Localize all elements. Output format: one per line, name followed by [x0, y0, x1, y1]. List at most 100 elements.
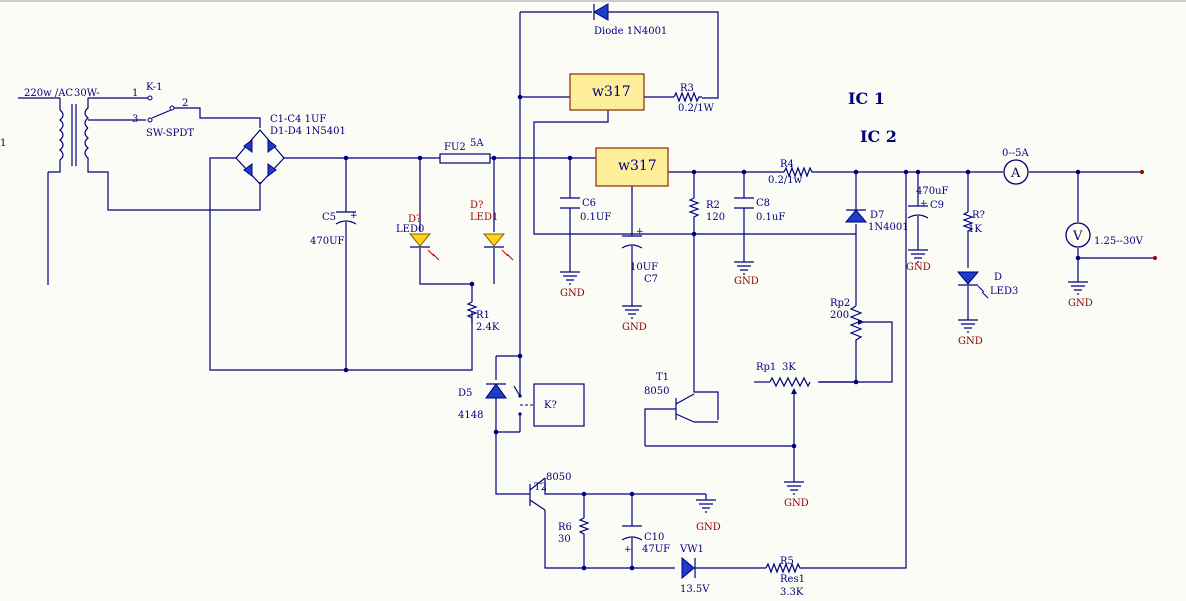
gnd-symbol-led3 — [958, 319, 978, 333]
label-r6: R6 — [558, 522, 572, 533]
transistor-t1 — [644, 393, 718, 446]
label-r3-value: 0.2/1W — [678, 103, 715, 114]
label-r2-value: 120 — [706, 212, 725, 223]
capacitor-c5: + — [335, 211, 358, 225]
label-r5: R5 — [780, 556, 794, 567]
resistor-r5 — [765, 562, 818, 574]
label-c7-value: 10UF — [630, 262, 658, 273]
label-ic2: IC 2 — [860, 127, 897, 146]
svg-text:+: + — [624, 545, 632, 555]
gnd-label: GND — [906, 262, 931, 273]
label-r4: R4 — [780, 159, 794, 170]
label-pin3: 3 — [132, 114, 138, 125]
label-r5-value: 3.3K — [780, 587, 804, 598]
resistor-r2 — [688, 197, 700, 222]
capacitor-c9: + — [907, 199, 929, 219]
label-r-unknown-value: 1K — [968, 224, 982, 235]
labels: 1 220w /AC 30W- K-1 1 2 3 SW-SPDT C1-C4 … — [0, 26, 1144, 598]
label-bridge-caps: C1-C4 1UF — [270, 114, 326, 125]
diode-1n4001-top — [592, 3, 609, 21]
gnd-symbol-c6 — [560, 271, 580, 285]
ground-symbols — [560, 249, 1088, 513]
resistor-r-unknown — [962, 211, 974, 236]
spdt-switch-symbol — [147, 95, 175, 123]
voltmeter-symbol-label: V — [1072, 229, 1083, 244]
relay-k — [513, 383, 585, 427]
wires — [0, 0, 1186, 569]
resistor-r4 — [783, 166, 818, 178]
capacitor-c7: + — [621, 227, 644, 249]
svg-text:+: + — [350, 211, 358, 221]
capacitor-c10: + — [621, 525, 643, 555]
label-r3: R3 — [680, 83, 694, 94]
capacitor-c6 — [560, 197, 580, 209]
label-c7: C7 — [644, 274, 658, 285]
label-r1: R1 — [476, 310, 490, 321]
label-ammeter-range: 0--5A — [1002, 148, 1029, 159]
svg-text:+: + — [920, 199, 928, 209]
label-d5-value: 4148 — [458, 410, 483, 421]
label-voltmeter-range: 1.25--30V — [1094, 236, 1144, 247]
led0-symbol — [408, 233, 440, 261]
label-ic1: IC 1 — [848, 89, 885, 108]
label-k1: K-1 — [146, 82, 162, 93]
label-led3: LED3 — [990, 286, 1018, 297]
label-c6: C6 — [582, 198, 596, 209]
zener-vw1 — [681, 556, 696, 580]
ic2-w317 — [595, 147, 669, 187]
label-ic1-part: w317 — [592, 84, 631, 100]
gnd-label: GND — [784, 498, 809, 509]
resistor-r6 — [578, 517, 590, 538]
label-r5-name: Res1 — [780, 574, 805, 585]
svg-text:+: + — [636, 227, 644, 237]
label-d7-value: 1N4001 — [868, 222, 909, 233]
label-t2-value: 8050 — [546, 472, 571, 483]
label-t2: T2 — [534, 482, 547, 493]
led3-symbol — [956, 271, 989, 299]
label-bridge-diodes: D1-D4 1N5401 — [270, 126, 346, 137]
ammeter-symbol-label: A — [1010, 166, 1021, 181]
gnd-label: GND — [734, 276, 759, 287]
label-pin2: 2 — [182, 98, 188, 109]
label-led1-ref: D? — [470, 200, 483, 211]
capacitor-c8 — [734, 197, 754, 209]
gnd-symbol-t2 — [696, 494, 716, 513]
label-r-unknown: R? — [972, 210, 985, 221]
edge-pin-label: 1 — [0, 138, 6, 149]
label-rp2: Rp2 — [830, 298, 850, 309]
label-c8-value: 0.1uF — [756, 212, 785, 223]
transformer-symbol — [48, 98, 108, 173]
label-led0: LED0 — [396, 224, 424, 235]
led1-symbol — [482, 233, 514, 261]
voltmeter: V — [1065, 222, 1091, 248]
label-diode-top: Diode 1N4001 — [594, 26, 667, 37]
label-sw-spdt: SW-SPDT — [146, 128, 194, 139]
label-r1-value: 2.4K — [476, 322, 500, 333]
label-t1-value: 8050 — [644, 386, 669, 397]
label-pin1: 1 — [132, 88, 138, 99]
label-c10: C10 — [644, 532, 664, 543]
fuse-fu2 — [439, 153, 491, 164]
resistor-r1 — [466, 301, 478, 324]
gnd-symbol-volt — [1068, 281, 1088, 295]
label-r2: R2 — [706, 200, 720, 211]
label-220v-ac: 220w /AC — [24, 88, 73, 99]
label-fu2: FU2 — [444, 142, 466, 153]
gnd-label: GND — [1068, 298, 1093, 309]
diode-d7 — [844, 209, 868, 223]
gnd-symbol-rp1 — [784, 481, 804, 495]
label-30v: 30W- — [74, 88, 100, 99]
label-fu-value: 5A — [470, 138, 484, 149]
label-rp1: Rp1 — [756, 362, 776, 373]
bridge-rectifier-symbol — [235, 129, 285, 185]
gnd-symbol-c9 — [908, 249, 928, 263]
label-t1: T1 — [656, 372, 669, 383]
gnd-symbol-c8 — [734, 261, 754, 275]
label-c9: C9 — [930, 200, 944, 211]
label-c9-value: 470uF — [916, 186, 949, 197]
label-r4-value: 0.2/1w — [768, 175, 803, 186]
gnd-label: GND — [958, 336, 983, 347]
label-relay-k: K? — [544, 400, 557, 411]
gnd-label: GND — [622, 322, 647, 333]
resistor-r3 — [673, 91, 702, 103]
